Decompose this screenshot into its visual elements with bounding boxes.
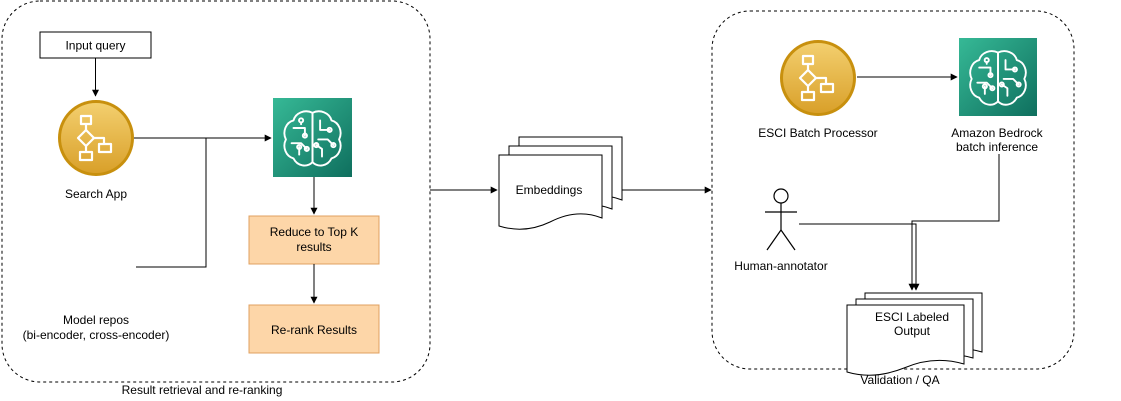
model-repos-label-line2: (bi-encoder, cross-encoder) (23, 328, 170, 342)
esci-output-node[interactable]: ESCI Labeled Output (846, 292, 983, 376)
brain-circuit-icon (63, 236, 129, 299)
person-icon (765, 188, 797, 251)
edge-repos-to-junction (136, 138, 207, 268)
reduce-top-k-node[interactable]: Reduce to Top K results (248, 215, 380, 265)
human-annotator-node[interactable]: Human-annotator (734, 188, 828, 273)
group-label-validation-qa: Validation / QA (860, 373, 939, 387)
document-stack-icon (498, 136, 623, 230)
reduce-top-k-label-line2: results (296, 240, 331, 254)
esci-batch-processor-label: ESCI Batch Processor (758, 126, 877, 140)
brain-circuit-icon (959, 38, 1037, 116)
model-repos-label-line1: Model repos (63, 313, 129, 327)
bedrock-label-line1: Amazon Bedrock (951, 126, 1043, 140)
esci-output-label-line2: Output (894, 324, 931, 338)
brain-circuit-icon (273, 98, 352, 177)
workflow-icon (58, 100, 134, 176)
ml-model-node[interactable] (273, 98, 352, 177)
rerank-node[interactable]: Re-rank Results (248, 304, 380, 354)
input-query-label: Input query (65, 39, 125, 53)
workflow-icon (780, 40, 856, 116)
embeddings-node[interactable]: Embeddings (498, 136, 623, 230)
document-stack-icon (846, 292, 983, 376)
input-query-node[interactable]: Input query (39, 31, 152, 59)
group-result-retrieval: Result retrieval and re-ranking (1, 0, 431, 397)
bedrock-node[interactable]: Amazon Bedrock batch inference (951, 38, 1044, 154)
model-repos-node[interactable]: Model repos (bi-encoder, cross-encoder) (23, 236, 170, 342)
search-app-node[interactable]: Search App (58, 100, 134, 201)
embeddings-label: Embeddings (516, 183, 583, 197)
bedrock-label-line2: batch inference (956, 140, 1038, 154)
human-annotator-label: Human-annotator (734, 259, 827, 273)
search-app-label: Search App (65, 187, 127, 201)
esci-output-label-line1: ESCI Labeled (875, 310, 949, 324)
esci-batch-processor-node[interactable]: ESCI Batch Processor (758, 40, 878, 140)
rerank-label: Re-rank Results (271, 323, 357, 337)
edge-human-to-output (799, 223, 920, 291)
group-label-result-retrieval: Result retrieval and re-ranking (122, 383, 283, 397)
reduce-top-k-label-line1: Reduce to Top K (270, 225, 359, 239)
edge-bedrock-to-output (908, 154, 1000, 291)
